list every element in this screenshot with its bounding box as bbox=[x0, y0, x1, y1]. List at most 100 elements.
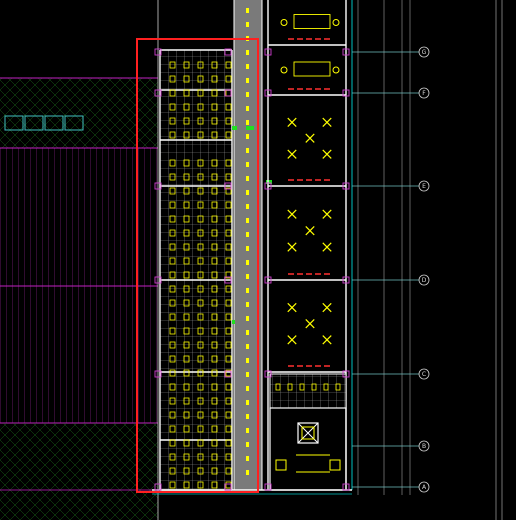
ceiling-light-fixture bbox=[183, 439, 190, 447]
ceiling-light-fixture bbox=[197, 411, 204, 419]
ceiling-light-fixture bbox=[225, 299, 232, 307]
ceiling-light-fixture bbox=[183, 243, 190, 251]
ceiling-light-fixture bbox=[225, 327, 232, 335]
ceiling-light-fixture bbox=[225, 355, 232, 363]
ceiling-light-fixture bbox=[211, 453, 218, 461]
ceiling-fan-fixture bbox=[322, 117, 332, 127]
ceiling-fan-fixture bbox=[287, 149, 297, 159]
ceiling-light-fixture bbox=[183, 131, 190, 139]
axis-d-bubble: D bbox=[352, 274, 430, 286]
ceiling-light-fixture bbox=[211, 173, 218, 181]
ceiling-fan-fixture bbox=[287, 302, 297, 313]
ceiling-light-fixture bbox=[183, 103, 190, 111]
ceiling-light-fixture bbox=[169, 355, 176, 363]
ceiling-light-fixture bbox=[225, 285, 232, 293]
ceiling-light-fixture bbox=[183, 453, 190, 461]
ceiling-light-fixture bbox=[197, 201, 204, 209]
ceiling-light-fixture bbox=[211, 75, 218, 83]
ceiling-light-fixture bbox=[225, 341, 232, 349]
ceiling-light-fixture bbox=[197, 187, 204, 195]
ceiling-light-fixture bbox=[169, 257, 176, 265]
axis-g-bubble: G bbox=[352, 46, 430, 58]
ceiling-light-fixture bbox=[225, 243, 232, 251]
ceiling-light-fixture bbox=[225, 229, 232, 237]
ceiling-light-fixture bbox=[211, 159, 218, 167]
axis-c-bubble: C bbox=[352, 368, 430, 380]
grid-axis-lines bbox=[357, 0, 503, 520]
ceiling-light-fixture bbox=[211, 103, 218, 111]
ceiling-light-fixture bbox=[169, 397, 176, 405]
selection-highlight[interactable] bbox=[136, 38, 259, 493]
ceiling-light-fixture bbox=[183, 383, 190, 391]
ceiling-light-fixture bbox=[211, 481, 218, 489]
axis-label: A bbox=[422, 484, 427, 491]
ceiling-light-fixture bbox=[211, 61, 218, 69]
ceiling-fan-fixture bbox=[287, 117, 297, 127]
ceiling-light-fixture bbox=[169, 271, 176, 279]
ceiling-light-fixture bbox=[183, 327, 190, 335]
corridor-green-marks bbox=[232, 126, 272, 324]
ceiling-light-fixture bbox=[197, 159, 204, 167]
ceiling-light-fixture bbox=[197, 425, 204, 433]
ceiling-light-fixture bbox=[197, 299, 204, 307]
ceiling-light-fixture bbox=[197, 397, 204, 405]
ceiling-fan-fixture bbox=[287, 209, 297, 219]
ceiling-light-fixture bbox=[211, 411, 218, 419]
ceiling-light-fixture bbox=[169, 103, 176, 111]
ceiling-light-fixture bbox=[197, 117, 204, 125]
ceiling-light-fixture bbox=[225, 173, 232, 181]
ceiling-light-fixture bbox=[225, 439, 232, 447]
axis-label: E bbox=[422, 183, 426, 190]
ceiling-light-fixture bbox=[169, 299, 176, 307]
ceiling-light-fixture bbox=[183, 61, 190, 69]
axis-b-bubble: B bbox=[352, 440, 430, 452]
ceiling-light-fixture bbox=[169, 89, 176, 97]
ceiling-light-fixture bbox=[211, 215, 218, 223]
ceiling-light-fixture bbox=[225, 187, 232, 195]
ceiling-light-fixture bbox=[169, 187, 176, 195]
ceiling-light-fixture bbox=[211, 369, 218, 377]
ceiling-light-fixture bbox=[169, 383, 176, 391]
left-ceiling-grid-wing bbox=[159, 49, 233, 491]
ceiling-light-fixture bbox=[183, 271, 190, 279]
ceiling-light-fixture bbox=[197, 341, 204, 349]
ceiling-light-fixture bbox=[169, 229, 176, 237]
ceiling-light-fixture bbox=[197, 131, 204, 139]
ceiling-light-fixture bbox=[183, 117, 190, 125]
ceiling-light-fixture bbox=[197, 369, 204, 377]
ceiling-fan-fixture bbox=[305, 225, 315, 236]
ceiling-light-fixture bbox=[183, 187, 190, 195]
ceiling-light-fixture bbox=[183, 341, 190, 349]
ceiling-light-fixture bbox=[197, 327, 204, 335]
ceiling-light-fixture bbox=[169, 131, 176, 139]
ceiling-light-fixture bbox=[197, 439, 204, 447]
ceiling-light-fixture bbox=[225, 131, 232, 139]
ceiling-light-fixture bbox=[211, 355, 218, 363]
ceiling-light-fixture bbox=[225, 411, 232, 419]
ceiling-light-fixture bbox=[225, 215, 232, 223]
ceiling-light-fixture bbox=[211, 243, 218, 251]
ceiling-light-fixture bbox=[211, 131, 218, 139]
ceiling-light-fixture bbox=[225, 271, 232, 279]
ceiling-light-fixture bbox=[197, 173, 204, 181]
ceiling-fan-fixture bbox=[322, 242, 332, 252]
ceiling-light-fixture bbox=[211, 397, 218, 405]
ceiling-fan-fixture bbox=[322, 149, 332, 159]
ceiling-light-fixture bbox=[197, 89, 204, 97]
ceiling-light-fixture bbox=[183, 75, 190, 83]
ceiling-light-fixture bbox=[225, 257, 232, 265]
ceiling-light-fixture bbox=[169, 243, 176, 251]
ceiling-light-fixture bbox=[211, 467, 218, 475]
ceiling-light-fixture bbox=[197, 481, 204, 489]
ceiling-light-fixture bbox=[211, 425, 218, 433]
ceiling-light-fixture bbox=[225, 425, 232, 433]
ceiling-light-fixture bbox=[169, 313, 176, 321]
axis-f-bubble: F bbox=[352, 87, 430, 99]
ceiling-light-fixture bbox=[225, 61, 232, 69]
central-corridor bbox=[232, 0, 272, 490]
ceiling-light-fixture bbox=[183, 397, 190, 405]
ceiling-light-fixture bbox=[197, 103, 204, 111]
ceiling-light-fixture bbox=[211, 313, 218, 321]
column-markers bbox=[154, 48, 350, 491]
